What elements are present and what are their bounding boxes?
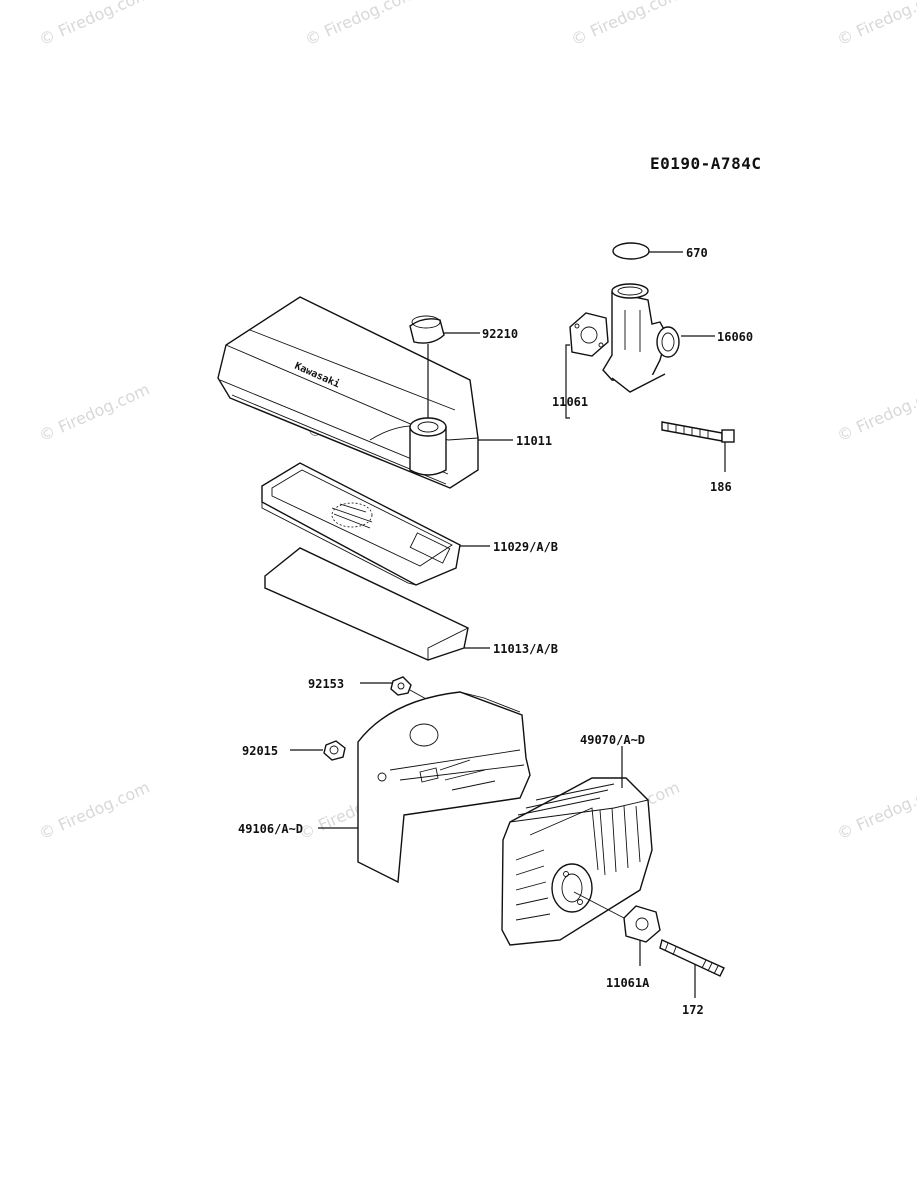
nut-92153[interactable]: 92153	[308, 676, 429, 701]
pre-filter-11013[interactable]: 11013/A/B	[264, 547, 558, 661]
part-label[interactable]: 172	[682, 1003, 704, 1017]
part-label[interactable]: 11011	[516, 434, 552, 448]
muffler-cover-49106[interactable]: 49106/A~D	[238, 691, 531, 884]
part-label[interactable]: 49070/A~D	[580, 733, 645, 747]
part-label[interactable]: 11061A	[606, 976, 650, 990]
gasket-11061[interactable]: 11061	[552, 312, 609, 419]
air-cleaner-cover-11011[interactable]: Kawasaki 11011	[217, 296, 552, 489]
part-label[interactable]: 11029/A/B	[493, 540, 558, 554]
nut-92015[interactable]: 92015	[242, 740, 346, 761]
part-label[interactable]: 11061	[552, 395, 588, 409]
part-label[interactable]: 92153	[308, 677, 344, 691]
part-label[interactable]: 16060	[717, 330, 753, 344]
part-label[interactable]: 186	[710, 480, 732, 494]
intake-elbow-16060[interactable]: 16060	[602, 283, 753, 393]
part-label[interactable]: 49106/A~D	[238, 822, 303, 836]
diagram-code: E0190-A784C	[650, 154, 762, 173]
part-label[interactable]: 11013/A/B	[493, 642, 558, 656]
gasket-11061a[interactable]: 11061A	[573, 891, 661, 990]
part-label[interactable]: 670	[686, 246, 708, 260]
o-ring-670[interactable]: 670	[612, 242, 708, 260]
filter-element-11029[interactable]: 11029/A/B	[261, 462, 558, 586]
muffler-49070[interactable]: 49070/A~D	[501, 733, 653, 946]
part-label[interactable]: 92210	[482, 327, 518, 341]
stud-bolt-172[interactable]: 172	[659, 939, 725, 1017]
cap-92210[interactable]: 92210	[409, 315, 518, 344]
part-label[interactable]: 92015	[242, 744, 278, 758]
bolt-186[interactable]: 186	[661, 421, 735, 494]
